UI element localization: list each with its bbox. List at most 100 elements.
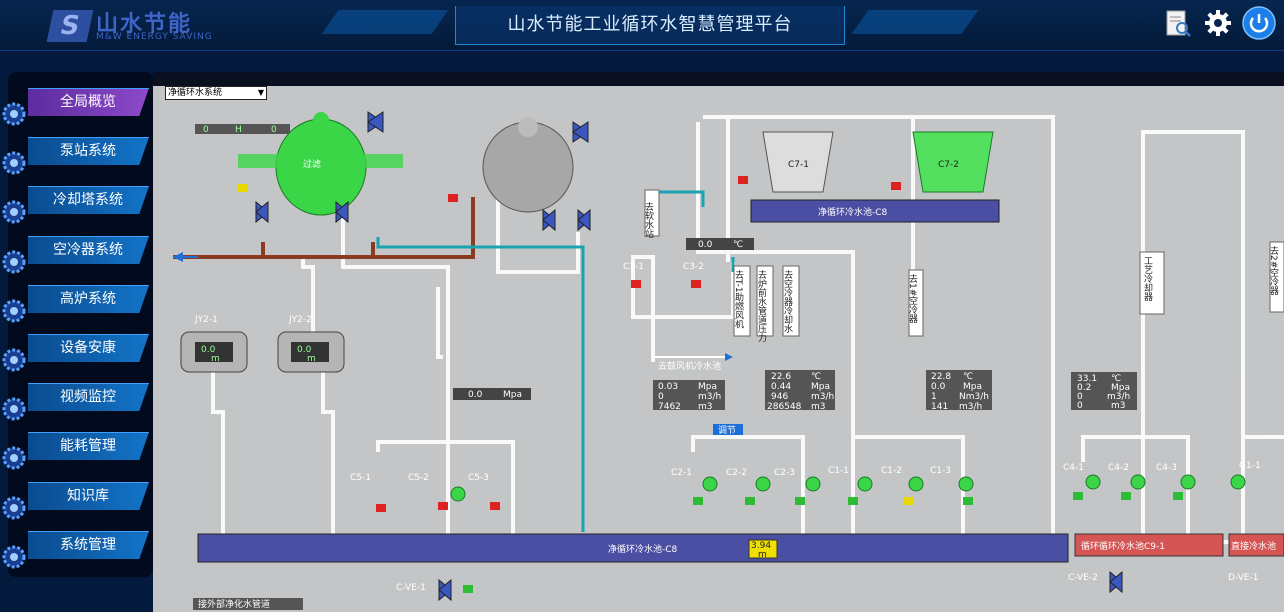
sidebar-item-air-cooler[interactable]: 空冷器系统: [28, 236, 149, 264]
svg-text:工艺冷却器: 工艺冷却器: [1142, 256, 1153, 301]
svg-text:m3/h: m3/h: [1107, 392, 1130, 402]
vertical-label: 去T-1助燃风机: [733, 265, 751, 337]
search-document-icon[interactable]: [1163, 8, 1193, 38]
gear-icon: [2, 151, 26, 175]
svg-text:去2#空冷器: 去2#空冷器: [1268, 245, 1279, 295]
status-indicator-red: [376, 176, 901, 512]
tank-jy2-2[interactable]: 0.0 m: [277, 331, 345, 373]
logo-subtext: M&W ENERGY SAVING: [96, 32, 213, 42]
sidebar-item-blast-furnace[interactable]: 高炉系统: [28, 285, 149, 313]
vertical-label: 去炉前水管道压力: [756, 265, 774, 343]
valve-label-c-ve-2: C-VE-2: [1068, 573, 1098, 583]
svg-text:33.1: 33.1: [1077, 374, 1097, 384]
tank-level-unit: m: [211, 354, 220, 364]
gear-icon: [2, 299, 26, 323]
cooling-tower-c7-2[interactable]: C7-2: [912, 131, 994, 193]
sidebar-item-label: 能耗管理: [60, 438, 116, 454]
sidebar-item-pump-station[interactable]: 泵站系统: [28, 137, 149, 165]
pump-label-c2-3: C2-3: [774, 468, 795, 478]
svg-text:0.44: 0.44: [771, 382, 791, 392]
measurement-block-1: 0.03 Mpa 0 m3/h 7462 m3: [653, 380, 725, 412]
system-select-dropdown[interactable]: 净循环水系统 ▼: [165, 86, 267, 100]
pump-label-c3-2: C3-2: [683, 262, 704, 272]
svg-text:m3/h: m3/h: [811, 392, 834, 402]
cooling-tower-c7-1[interactable]: C7-1: [762, 131, 834, 193]
fan-pool-label: 去鼓风机冷水池: [658, 360, 721, 372]
svg-text:286548: 286548: [767, 402, 802, 412]
svg-text:0.0: 0.0: [931, 382, 946, 392]
pump-label-c5-3: C5-3: [468, 473, 489, 483]
svg-text:m3/h: m3/h: [698, 392, 721, 402]
svg-text:℃: ℃: [811, 372, 821, 382]
pool-c8-top-label: 净循环冷水池-C8: [818, 206, 888, 218]
sidebar-item-cooling-tower[interactable]: 冷却塔系统: [28, 186, 149, 214]
svg-text:Mpa: Mpa: [698, 382, 717, 392]
measurement-block-3: 22.8 ℃ 0.0 Mpa 1 Nm3/h 141 m3/h: [926, 370, 992, 412]
valve-label-d-ve-1: D-VE-1: [1228, 573, 1258, 583]
screen-bezel: [153, 72, 1284, 86]
tank-level-value: 0.0: [297, 345, 312, 355]
sidebar-item-system-admin[interactable]: 系统管理: [28, 531, 149, 559]
vertical-label: 工艺冷却器: [1139, 251, 1165, 315]
process-flow-diagram: 0 H 0 过滤 C7-1 C7-2 净循环冷水池-C8 0.0 ℃: [173, 111, 1284, 610]
svg-text:0.03: 0.03: [658, 382, 678, 392]
pressure-unit: Mpa: [503, 390, 522, 400]
pump-label-c1-3: C1-3: [930, 466, 951, 476]
svg-text:0: 0: [1077, 401, 1083, 411]
valve-symbol[interactable]: [255, 111, 1123, 602]
svg-text:Mpa: Mpa: [811, 382, 830, 392]
sidebar-item-label: 冷却塔系统: [53, 192, 123, 208]
pressure-value: 0.0: [468, 390, 483, 400]
sidebar-item-label: 高炉系统: [60, 291, 116, 307]
filter-tank-active[interactable]: 过滤: [238, 112, 403, 216]
measurement-block-4: 33.1 ℃ 0.2 Mpa 0 m3/h 0 m3: [1071, 372, 1137, 411]
pool-level-unit: m: [758, 550, 767, 560]
sidebar-item-energy[interactable]: 能耗管理: [28, 432, 149, 460]
svg-text:m3/h: m3/h: [959, 402, 982, 412]
pump-label-c4-2: C4-2: [1108, 463, 1129, 473]
sidebar-item-equipment-health[interactable]: 设备安康: [28, 334, 149, 362]
settings-gear-icon[interactable]: [1203, 8, 1233, 38]
vertical-label: 去2#空冷器: [1268, 241, 1284, 313]
top-bar-value: 0: [271, 125, 277, 135]
header-decoration: [851, 10, 979, 34]
valve-label-c-ve-1: C-VE-1: [396, 583, 426, 593]
pump-label-c5-1: C5-1: [350, 473, 371, 483]
sidebar-item-label: 泵站系统: [60, 143, 116, 159]
logo-mark: S: [46, 10, 94, 42]
filter-tank-idle[interactable]: [482, 117, 574, 213]
svg-text:去炉前水管道压力: 去炉前水管道压力: [756, 269, 767, 343]
pool-c8-bottom-label: 净循环冷水池-C8: [608, 543, 678, 555]
sidebar-item-label: 视频监控: [60, 389, 116, 405]
pool-right-label: 直接冷水池: [1231, 540, 1276, 552]
tank-label-jy2-1: JY2-1: [194, 315, 218, 325]
page-title: 山水节能工业循环水智慧管理平台: [507, 14, 793, 35]
vertical-label: 去1#空冷器: [907, 269, 924, 337]
gear-icon: [2, 496, 26, 520]
svg-text:22.6: 22.6: [771, 372, 791, 382]
sidebar-item-knowledge[interactable]: 知识库: [28, 482, 149, 510]
pump-symbol[interactable]: [450, 474, 1246, 502]
system-select-value: 净循环水系统: [168, 88, 223, 98]
pump-label-c1-2: C1-2: [881, 466, 902, 476]
gear-icon: [2, 200, 26, 224]
gear-icon: [2, 102, 26, 126]
header-decoration: [321, 10, 449, 34]
svg-text:去软水站: 去软水站: [643, 201, 654, 239]
tower-label: C7-2: [938, 160, 959, 170]
tower-label: C7-1: [788, 160, 809, 170]
gear-icon: [2, 397, 26, 421]
power-icon[interactable]: [1242, 6, 1276, 40]
sidebar-item-overview[interactable]: 全局概览: [28, 88, 149, 116]
process-diagram-panel: 0 H 0 过滤 C7-1 C7-2 净循环冷水池-C8 0.0 ℃: [153, 72, 1284, 612]
tank-jy2-1[interactable]: 0.0 m: [180, 331, 248, 373]
pump-label-c1-1: C1-1: [828, 466, 849, 476]
sidebar-item-video-monitor[interactable]: 视频监控: [28, 383, 149, 411]
pump-label-c2-1: C2-1: [671, 468, 692, 478]
sidebar: 全局概览 泵站系统 冷却塔系统 空冷器系统 高炉系统 设备安康 视频监控 能耗管…: [2, 72, 153, 577]
svg-text:℃: ℃: [963, 372, 973, 382]
gear-icon: [2, 545, 26, 569]
vertical-label: 去软水站: [643, 189, 660, 239]
status-indicator-yellow: [237, 184, 913, 505]
sidebar-item-label: 全局概览: [60, 94, 116, 110]
